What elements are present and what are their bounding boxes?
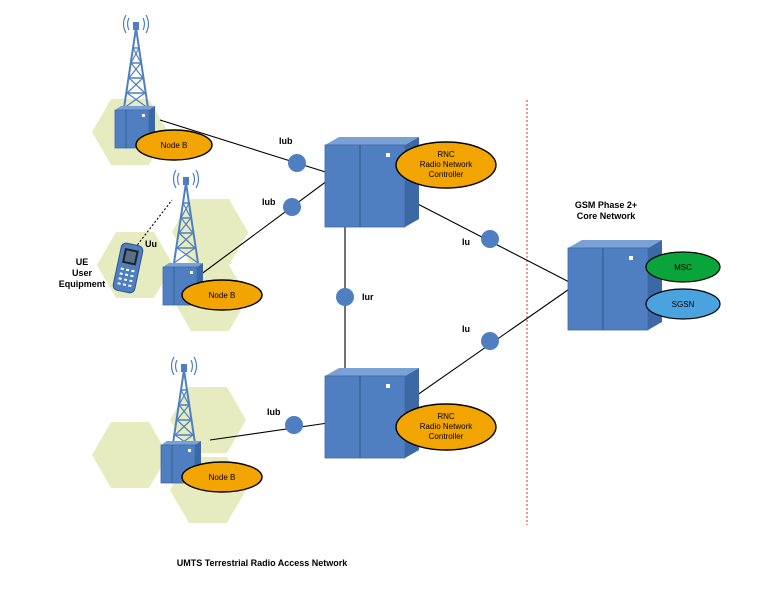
diagram-caption: UMTS Terrestrial Radio Access Network <box>177 558 349 568</box>
ue-line3: Equipment <box>59 279 106 289</box>
rnc-top-line3: Controller <box>429 170 464 179</box>
rnc-bottom-line1: RNC <box>437 412 455 421</box>
iub-bottom-label: Iub <box>267 407 281 417</box>
iu-bottom-label: Iu <box>462 324 470 334</box>
rnc-bottom-line2: Radio Network <box>420 422 473 431</box>
iub-mid-label: Iub <box>262 197 276 207</box>
iu-top-point <box>481 230 499 248</box>
antenna-tower-icon <box>122 14 150 109</box>
rnc-bottom: RNC Radio Network Controller <box>395 403 497 451</box>
sgsn-label: SGSN <box>672 300 695 309</box>
rnc-bottom-line3: Controller <box>429 432 464 441</box>
rnc-top-line2: Radio Network <box>420 160 473 169</box>
connection-lines <box>134 119 576 441</box>
iur-label: Iur <box>362 292 374 302</box>
msc-node: MSC <box>645 251 721 283</box>
mobile-phone-icon <box>112 242 144 294</box>
iub-mid-point <box>283 198 301 216</box>
iu-top-label: Iu <box>462 237 470 247</box>
node-b-top-label: Node B <box>161 141 188 150</box>
node-b-bottom-label: Node B <box>209 473 236 482</box>
iub-top-label: Iub <box>279 136 293 146</box>
rnc-top-cabinet-icon <box>324 136 420 228</box>
ue-line2: User <box>72 268 93 278</box>
rnc-top-line1: RNC <box>437 150 455 159</box>
core-network-title-line2: Core Network <box>577 211 637 221</box>
iur-point <box>336 288 354 306</box>
iub-bottom-point <box>285 416 303 434</box>
core-network-title-line1: GSM Phase 2+ <box>575 200 637 210</box>
rnc-top: RNC Radio Network Controller <box>395 141 497 189</box>
msc-label: MSC <box>674 263 692 272</box>
node-b-bottom: Node B <box>181 461 263 493</box>
core-network-cabinet-icon <box>567 239 663 331</box>
interface-points <box>283 154 499 434</box>
ue-line1: UE <box>76 257 89 267</box>
iu-bottom-point <box>481 332 499 350</box>
node-b-mid-label: Node B <box>209 291 236 300</box>
iub-top-point <box>288 154 306 172</box>
node-b-top: Node B <box>135 129 213 161</box>
uu-label: Uu <box>145 239 157 249</box>
sgsn-node: SGSN <box>645 288 721 320</box>
node-b-mid: Node B <box>181 279 263 311</box>
rnc-bottom-cabinet-icon <box>324 367 420 459</box>
